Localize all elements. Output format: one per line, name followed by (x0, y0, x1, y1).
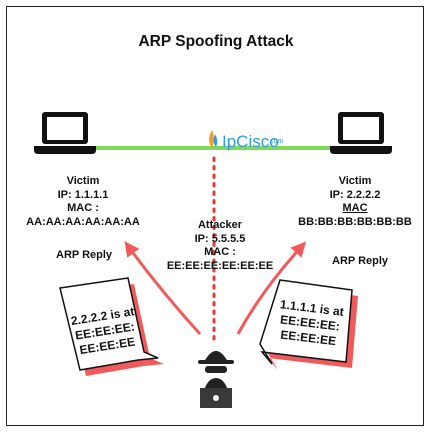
victim-right-ip: IP: 2.2.2.2 (329, 188, 381, 201)
hacker-icon (198, 351, 234, 408)
arp-reply-left: ARP Reply (56, 249, 113, 261)
victim-left-label: Victim (66, 175, 100, 187)
victim-right-label: Victim (338, 175, 372, 187)
diagram-frame (6, 6, 424, 426)
bubble-left (59, 277, 164, 376)
arrow-to-right-victim (236, 241, 307, 335)
attacker-mac-label: MAC : (204, 246, 236, 258)
victim-right-mac: BB:BB:BB:BB:BB:BB (298, 215, 412, 228)
attacker-ip: IP: 5.5.5.5 (194, 232, 246, 245)
laptop-right-icon (330, 112, 392, 154)
victim-left-mac: AA:AA:AA:AA:AA:AA (26, 215, 140, 228)
logo-mark-icon (209, 130, 218, 148)
bubble-right (259, 279, 358, 370)
diagram-title: ARP Spoofing Attack (138, 33, 294, 50)
logo-wordmark: IpCisco (222, 132, 279, 151)
attacker-label: Attacker (197, 219, 243, 231)
arp-reply-right: ARP Reply (332, 255, 389, 267)
victim-right-mac-label: MAC (342, 202, 368, 214)
arrow-to-left-victim (124, 241, 202, 336)
attacker-mac: EE:EE:EE:EE:EE:EE (166, 259, 274, 272)
laptop-left-icon (34, 112, 96, 154)
victim-left-mac-label: MAC : (67, 202, 99, 214)
victim-left-ip: IP: 1.1.1.1 (57, 188, 109, 201)
logo-suffix: .com (268, 138, 284, 145)
